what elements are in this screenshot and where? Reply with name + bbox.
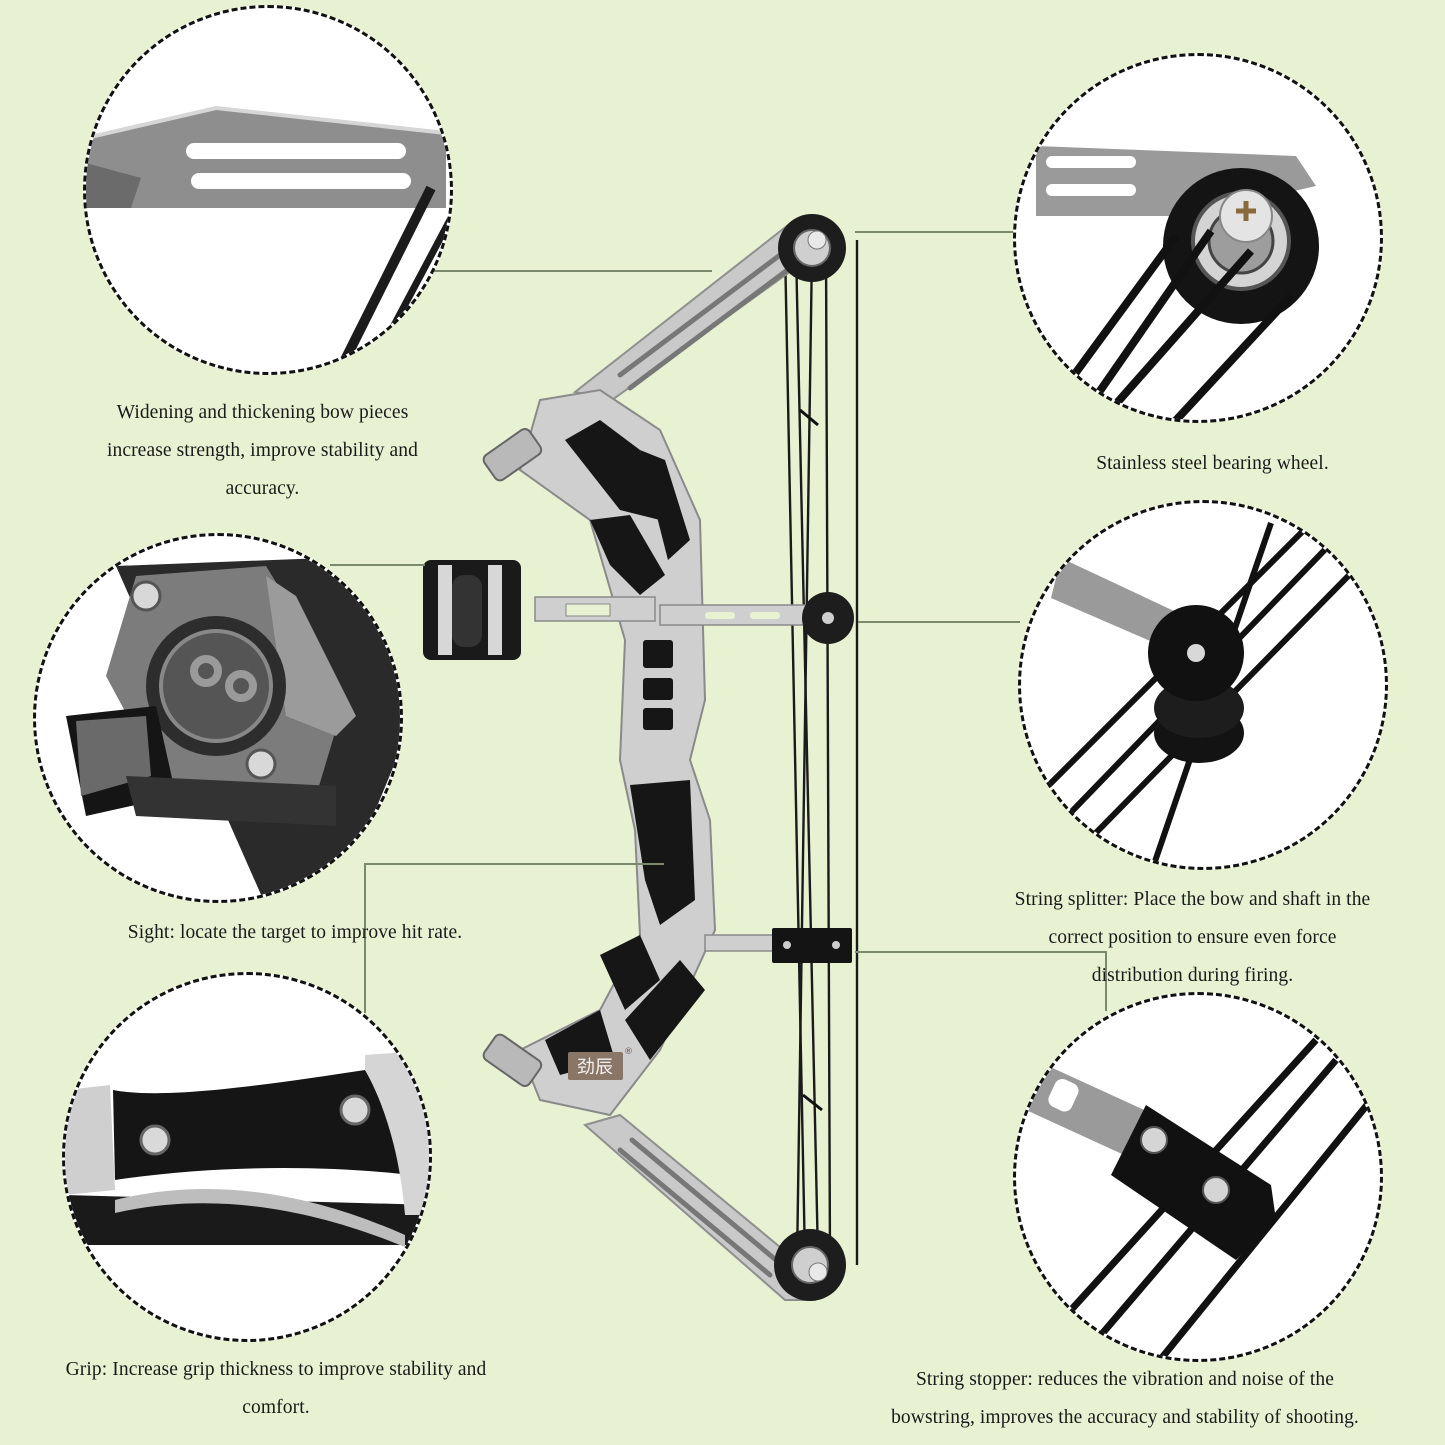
callout-line-grip-h bbox=[364, 863, 664, 865]
caption-grip: Grip: Increase grip thickness to improve… bbox=[65, 1359, 487, 1418]
callout-line-sight bbox=[330, 564, 425, 566]
callout-line-stopper-h bbox=[855, 951, 1105, 953]
caption-sight: Sight: locate the target to improve hit … bbox=[127, 922, 463, 943]
svg-text:®: ® bbox=[624, 1047, 633, 1057]
svg-text:劲辰: 劲辰 bbox=[577, 1057, 613, 1078]
bearing-wheel-icon bbox=[1036, 146, 1319, 420]
callout-line-splitter bbox=[858, 621, 1020, 623]
caption-wheel: Stainless steel bearing wheel. bbox=[1096, 453, 1329, 474]
caption-stopper: String stopper: reduces the vibration an… bbox=[891, 1369, 1359, 1428]
bow-limb-icon bbox=[86, 105, 450, 372]
string-splitter-icon bbox=[1028, 510, 1364, 867]
detail-circle-splitter bbox=[1018, 500, 1388, 870]
detail-circle-sight bbox=[33, 533, 403, 903]
detail-circle-wheel bbox=[1013, 53, 1383, 423]
caption-limb: Widening and thickening bow pieces incre… bbox=[106, 402, 419, 499]
grip-icon bbox=[65, 1050, 429, 1247]
callout-line-wheel bbox=[855, 231, 1015, 233]
detail-circle-limb bbox=[83, 5, 453, 375]
string-stopper-icon bbox=[1026, 1037, 1374, 1359]
callout-line-limb bbox=[430, 270, 712, 272]
detail-circle-grip bbox=[62, 972, 432, 1342]
detail-circle-stopper bbox=[1013, 992, 1383, 1362]
callout-line-grip-v bbox=[364, 863, 366, 1013]
callout-line-stopper-v bbox=[1105, 951, 1107, 1011]
sight-icon bbox=[66, 556, 400, 900]
caption-splitter: String splitter: Place the bow and shaft… bbox=[1014, 889, 1371, 986]
